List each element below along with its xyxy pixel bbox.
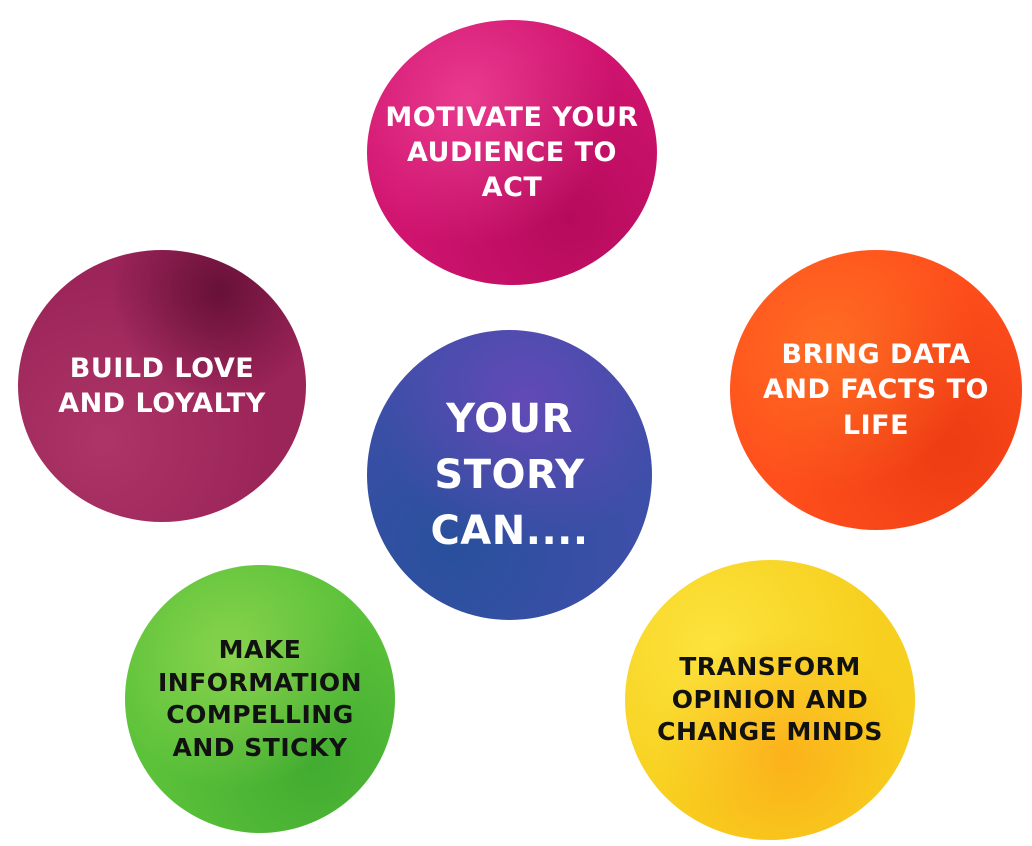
motivate-text: MOTIVATE YOUR AUDIENCE TO ACT (385, 100, 638, 205)
love-circle: BUILD LOVE AND LOYALTY (18, 250, 306, 522)
love-line-1: BUILD LOVE (69, 352, 255, 384)
love-line-2: AND LOYALTY (58, 388, 266, 419)
sticky-line-3: COMPELLING (166, 700, 354, 729)
opinion-line-2: OPINION AND (671, 684, 869, 714)
story-center-circle: YOUR STORY CAN.... (367, 330, 652, 620)
motivate-line-2: AUDIENCE TO (406, 136, 617, 168)
opinion-circle: TRANSFORM OPINION AND CHANGE MINDS (625, 560, 915, 840)
sticky-text: MAKE INFORMATION COMPELLING AND STICKY (158, 634, 362, 764)
story-line-1: YOUR (446, 396, 573, 442)
data-line-3: LIFE (842, 409, 910, 441)
opinion-line-3: CHANGE MINDS (657, 717, 883, 747)
sticky-line-2: INFORMATION (157, 667, 363, 697)
data-line-1: BRING DATA (781, 339, 971, 371)
story-text: YOUR STORY CAN.... (430, 391, 588, 559)
data-circle: BRING DATA AND FACTS TO LIFE (730, 250, 1022, 530)
sticky-circle: MAKE INFORMATION COMPELLING AND STICKY (125, 565, 395, 833)
motivate-line-3: ACT (481, 172, 543, 204)
opinion-text: TRANSFORM OPINION AND CHANGE MINDS (657, 651, 883, 749)
sticky-line-1: MAKE (218, 635, 302, 664)
data-text: BRING DATA AND FACTS TO LIFE (763, 337, 989, 442)
motivate-line-1: MOTIVATE YOUR (385, 101, 639, 133)
love-text: BUILD LOVE AND LOYALTY (58, 351, 266, 421)
sticky-line-4: AND STICKY (172, 732, 348, 762)
motivate-circle: MOTIVATE YOUR AUDIENCE TO ACT (367, 20, 657, 285)
data-line-2: AND FACTS TO (763, 374, 989, 406)
story-line-2: STORY (434, 452, 585, 498)
opinion-line-1: TRANSFORM (679, 652, 861, 682)
story-line-3: CAN.... (430, 508, 589, 554)
